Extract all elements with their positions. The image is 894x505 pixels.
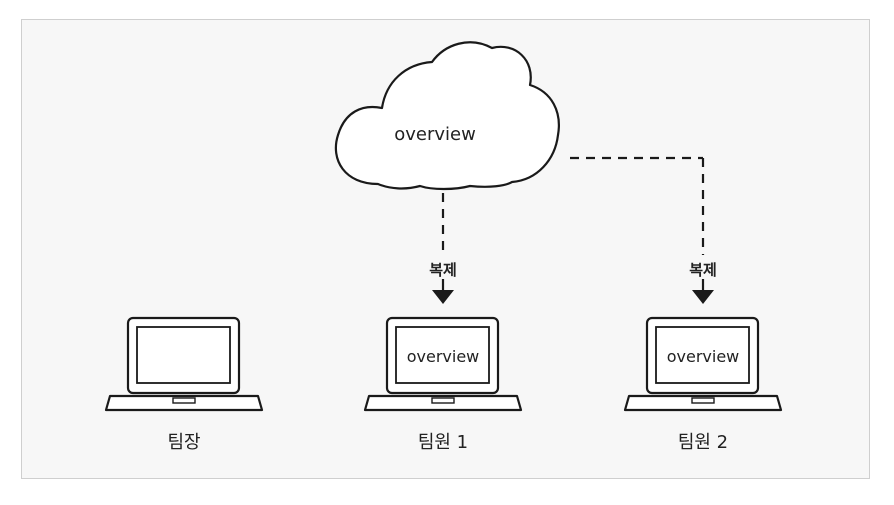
member-1-caption: 팀원 1 bbox=[417, 432, 469, 453]
laptop-screen-text-member-2: overview bbox=[667, 347, 740, 366]
copy-label-1: 복제 bbox=[429, 261, 457, 279]
dashed-connector-member-2 bbox=[570, 156, 705, 255]
leader-caption: 팀장 bbox=[167, 432, 201, 453]
laptop-screen-text-member-1: overview bbox=[407, 347, 480, 366]
arrow-down-icon bbox=[692, 279, 714, 304]
laptop-icon-member-1 bbox=[363, 316, 523, 412]
laptop-icon-leader bbox=[104, 316, 264, 412]
cloud-label: overview bbox=[394, 124, 476, 145]
arrow-down-icon bbox=[432, 279, 454, 304]
member-2-caption: 팀원 2 bbox=[677, 432, 729, 453]
copy-label-2: 복제 bbox=[689, 261, 717, 279]
laptop-icon-member-2 bbox=[623, 316, 783, 412]
cloud-icon bbox=[334, 41, 560, 191]
